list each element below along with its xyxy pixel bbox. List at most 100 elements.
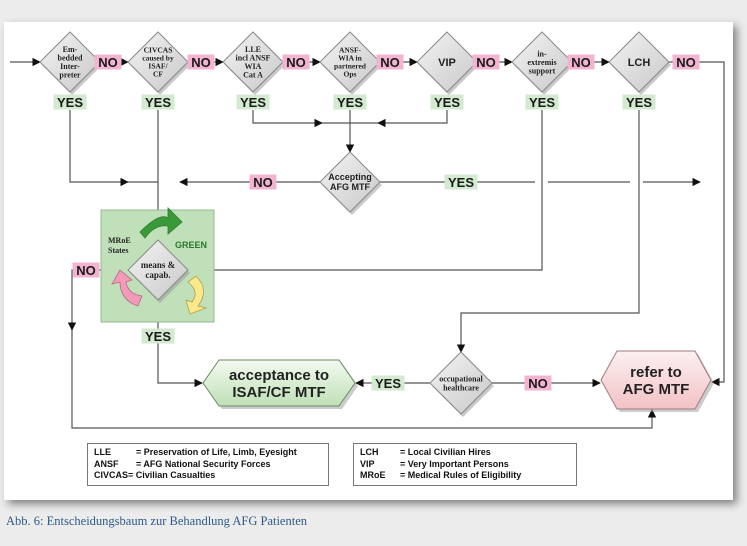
decision-civcas-text: CIVCAS (144, 46, 173, 55)
decision-lle-text: WIA (245, 62, 262, 71)
outcome-acceptance-isaf (202, 359, 356, 407)
green-label: GREEN (175, 240, 207, 250)
decision-embedded-interpreter-text: Em- (63, 45, 78, 54)
legend-right: LCH = Local Civilian Hires VIP= Very Impo… (353, 443, 577, 486)
yes-label-occupational (371, 375, 405, 391)
no-label-text: NO (676, 55, 696, 70)
vip-yes-line (377, 110, 448, 128)
no-label-text: NO (380, 55, 400, 70)
means-no-loop (71, 330, 657, 429)
no-label-text: NO (98, 55, 118, 70)
no-label-text: NO (571, 55, 591, 70)
decision-lch (608, 31, 670, 93)
yes-label-accepting (444, 174, 478, 190)
yes-label-means (141, 328, 175, 344)
no-label-text: NO (191, 55, 211, 70)
yes-label (333, 94, 367, 110)
no-label-accepting-text: NO (253, 175, 273, 190)
yellow-arrow-icon (185, 275, 208, 315)
decision-civcas (127, 31, 189, 93)
yes-label-text: YES (434, 95, 460, 110)
decision-means-capab-text: capab. (145, 270, 170, 280)
legend-abbr: LLE (94, 447, 111, 457)
legend-abbr: LCH (360, 447, 379, 457)
means-yes-line (157, 300, 203, 388)
yes-label (430, 94, 464, 110)
embedded-yes-line (69, 110, 129, 187)
decision-in-extremis (511, 31, 573, 93)
yes-label-occupational-text: YES (375, 376, 401, 391)
yes-label-text: YES (145, 95, 171, 110)
lle-yes-line (252, 110, 323, 128)
decision-in-extremis-text: in- (537, 49, 547, 58)
green-arrow-icon (139, 207, 183, 239)
outcome-acceptance-isaf-text: ISAF/CF MTF (232, 384, 325, 401)
no-label (94, 54, 122, 70)
decision-accepting-afg-mtf (319, 151, 381, 213)
yes-label-text: YES (240, 95, 266, 110)
legend-left: LLE = Preservation of Life, Limb, Eyesigh… (87, 443, 329, 486)
decision-ansf-text: WIA in (338, 54, 362, 63)
mroe-states-label: States (108, 246, 128, 255)
yes-label-text: YES (337, 95, 363, 110)
legend-row: MRoE= Medical Rules of Eligibility (360, 470, 570, 482)
decision-civcas-text: ISAF/ (148, 62, 168, 71)
decision-vip-text: VIP (438, 57, 456, 69)
decision-embedded-interpreter-text: bedded (58, 54, 83, 63)
inextremis-yes-line (191, 110, 543, 275)
decision-in-extremis-text: extremis (527, 58, 556, 67)
no-label (376, 54, 404, 70)
outcome-refer-afg-mtf-text: AFG MTF (623, 381, 690, 398)
legend-row: CIVCAS= Civilian Casualties (94, 470, 322, 482)
decision-occupational-healthcare-text: healthcare (443, 383, 479, 392)
mroe-states-label: MRoE (108, 236, 131, 245)
legend-def: = Civilian Casualties (128, 470, 216, 480)
decision-ansf-text: Ops (344, 70, 357, 79)
yes-label (53, 94, 87, 110)
yes-label (622, 94, 656, 110)
legend-row: VIP= Very Important Persons (360, 459, 570, 471)
yes-label (525, 94, 559, 110)
yes-label (141, 94, 175, 110)
yes-label-text: YES (626, 95, 652, 110)
no-label-occupational (524, 375, 552, 391)
legend-abbr: CIVCAS (94, 470, 129, 480)
legend-def: = Very Important Persons (400, 458, 509, 469)
decision-civcas-text: caused by (142, 54, 174, 63)
outcome-acceptance-isaf-text: acceptance to (229, 367, 329, 384)
decision-lle-text: LLE (245, 45, 261, 54)
decision-ansf-text: ANSF- (339, 46, 362, 55)
decision-embedded-interpreter (39, 31, 101, 93)
yes-label (236, 94, 270, 110)
no-label (567, 54, 595, 70)
legend-row: LCH = Local Civilian Hires (360, 447, 570, 459)
decision-occupational-healthcare (429, 351, 493, 415)
decision-lch-text: LCH (628, 57, 651, 69)
no-label-text: NO (476, 55, 496, 70)
decision-means-capab-text: means & (141, 260, 176, 270)
no-label-text: NO (286, 55, 306, 70)
decision-ansf-text: partnered (334, 62, 367, 71)
decision-ansf (319, 31, 381, 93)
legend-def: = AFG National Security Forces (136, 458, 271, 469)
decision-in-extremis-text: support (529, 66, 556, 75)
decision-occupational-healthcare-text: occupational (439, 374, 483, 383)
figure-caption: Abb. 6: Entscheidungsbaum zur Behandlung… (6, 514, 308, 528)
pink-arrow-icon (111, 269, 143, 307)
no-label-accepting (249, 174, 277, 190)
outcome-refer-afg-mtf (600, 350, 712, 410)
no-label (472, 54, 500, 70)
decision-lle-text: incl ANSF (236, 54, 271, 63)
legend-def: = Preservation of Life, Limb, Eyesight (136, 447, 297, 457)
decision-embedded-interpreter-text: Inter- (60, 62, 80, 71)
decision-embedded-interpreter-text: preter (59, 71, 81, 80)
outcome-refer-afg-mtf-text: refer to (630, 364, 682, 381)
yes-label-accepting-text: YES (448, 175, 474, 190)
decision-civcas-text: CF (153, 70, 163, 79)
decision-accepting-afg-mtf-text: AFG MTF (330, 182, 370, 192)
decision-lle-text: Cat A (243, 71, 263, 80)
no-label (282, 54, 310, 70)
yes-label-text: YES (529, 95, 555, 110)
legend-def: = Local Civilian Hires (400, 447, 491, 457)
lch-yes-line (456, 110, 640, 353)
